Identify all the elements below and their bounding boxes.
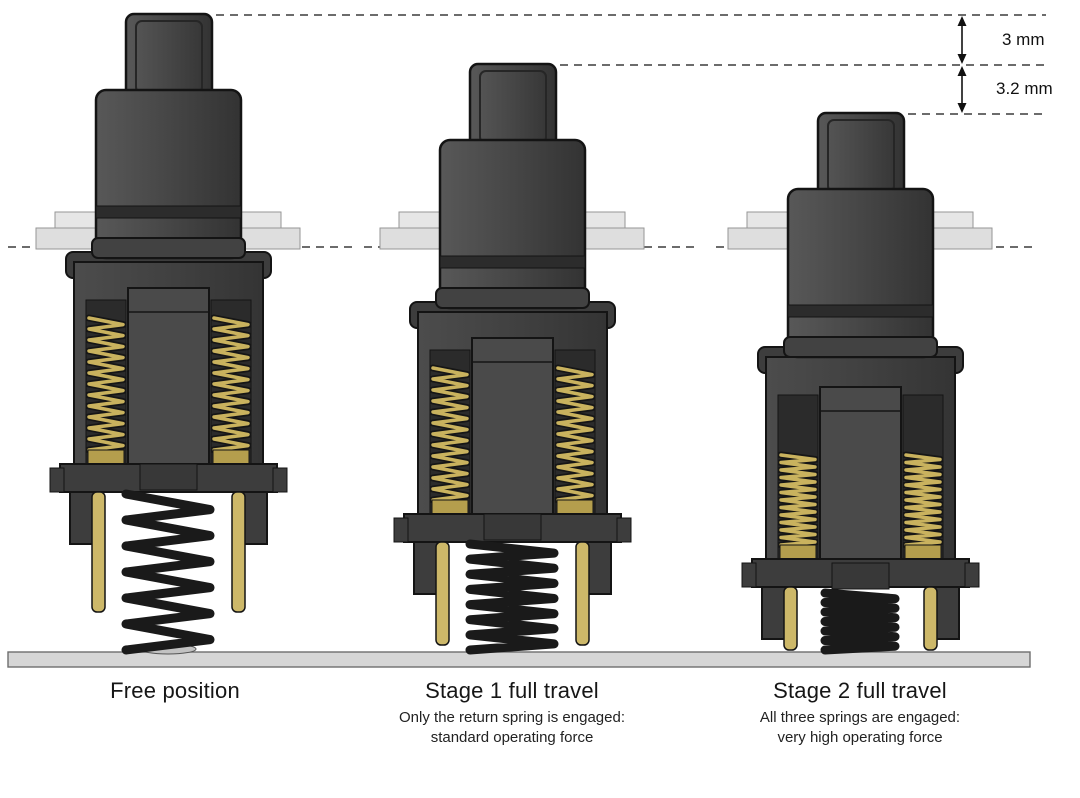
dimension-label-stage2: 3.2 mm (996, 79, 1053, 98)
side-spring-right (904, 453, 942, 547)
base-ear-left (741, 562, 757, 588)
contact-pin-right (575, 541, 590, 646)
cap-skirt (91, 237, 246, 259)
arrow-down-icon (957, 103, 967, 113)
subcaption-stage1: Only the return spring is engaged: stand… (342, 708, 682, 749)
cap-cylinder (94, 88, 243, 260)
contact-pin-left (91, 491, 106, 613)
contact-pin-left (435, 541, 450, 646)
arrow-up-icon (957, 16, 967, 26)
plunger-tip (468, 62, 558, 152)
center-column (471, 337, 554, 515)
spring-seat-left (779, 544, 817, 560)
return-spring-anchor (139, 463, 198, 491)
dimension-stage1-travel (957, 16, 967, 64)
plunger-tip (124, 12, 214, 102)
spring-seat-right (212, 449, 250, 465)
side-spring-left (87, 316, 125, 452)
side-spring-right (212, 316, 250, 452)
cap-cylinder (786, 187, 935, 359)
plunger-tip (816, 111, 906, 201)
base-ear-right (272, 467, 288, 493)
caption-stage1: Stage 1 full travel (425, 678, 599, 703)
return-spring (465, 539, 559, 655)
return-spring-anchor (831, 562, 890, 590)
dimension-label-stage1: 3 mm (1002, 30, 1045, 49)
cap-skirt (435, 287, 590, 309)
contact-pin-left (783, 586, 798, 651)
return-spring (820, 588, 900, 655)
subcaption-stage2: All three springs are engaged: very high… (690, 708, 1030, 749)
switch-free-position (35, 12, 301, 655)
switch-stage2-full-travel (727, 111, 993, 655)
subcaption-stage1-line2: standard operating force (430, 729, 594, 747)
center-column (127, 287, 210, 465)
subcaption-stage2-line2: very high operating force (777, 729, 943, 747)
cap-skirt (783, 336, 938, 358)
cap-cylinder (438, 138, 587, 310)
cap-groove (95, 205, 242, 219)
subcaption-stage1-line1: Only the return spring is engaged: (399, 709, 625, 726)
center-column (819, 386, 902, 564)
arrow-up-icon (957, 66, 967, 76)
base-ear-left (49, 467, 65, 493)
arrow-down-icon (957, 54, 967, 64)
return-spring (121, 489, 215, 655)
caption-stage2: Stage 2 full travel (773, 678, 947, 703)
switch-stage1-full-travel (379, 62, 645, 655)
cap-groove (787, 304, 934, 318)
spring-seat-left (87, 449, 125, 465)
contact-pin-right (923, 586, 938, 651)
spring-seat-right (904, 544, 942, 560)
spring-seat-right (556, 499, 594, 515)
side-spring-right (556, 366, 594, 502)
caption-free-position: Free position (110, 678, 240, 703)
contact-pin-right (231, 491, 246, 613)
cap-groove (439, 255, 586, 269)
base-ear-left (393, 517, 409, 543)
ground-plate (7, 651, 1031, 668)
spring-seat-left (431, 499, 469, 515)
dimension-stage2-travel (957, 66, 967, 113)
return-spring-anchor (483, 513, 542, 541)
side-spring-left (779, 453, 817, 547)
base-ear-right (964, 562, 980, 588)
subcaption-stage2-line1: All three springs are engaged: (759, 709, 961, 726)
base-ear-right (616, 517, 632, 543)
side-spring-left (431, 366, 469, 502)
